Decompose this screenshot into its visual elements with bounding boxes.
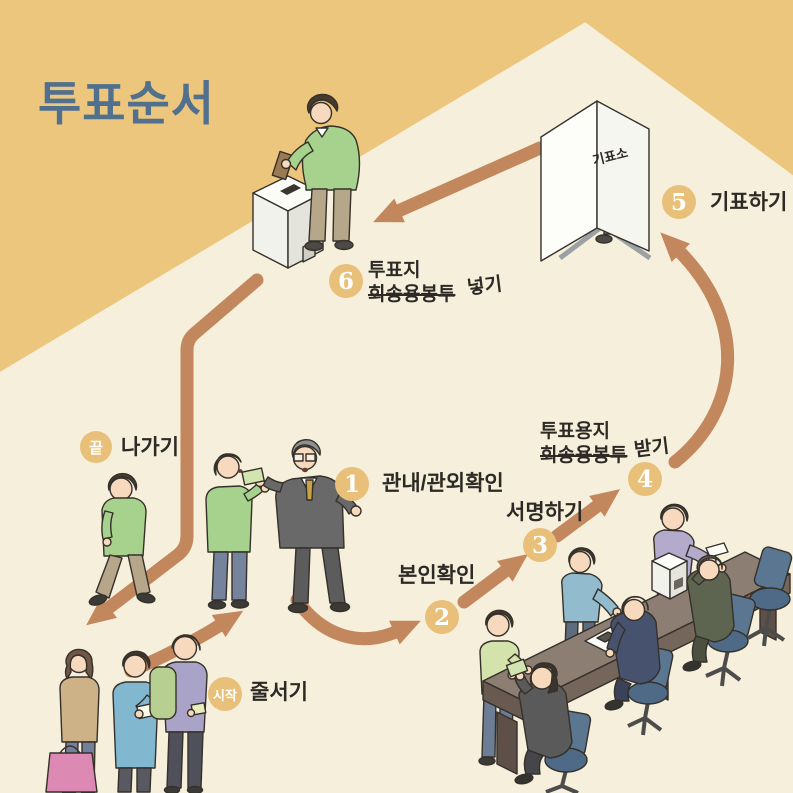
arrow-step3-to-step4 bbox=[550, 489, 621, 543]
arrow-step6-to-exit bbox=[86, 273, 264, 626]
step-badge-3: 3 bbox=[523, 528, 557, 562]
step-badge-6: 6 bbox=[329, 264, 363, 298]
step-label-6-line2: 회송용봉투 bbox=[368, 284, 456, 306]
official-check-scene bbox=[205, 439, 362, 614]
voter-casting-ballot bbox=[271, 93, 361, 252]
step-label-4-line1: 투표용지 bbox=[540, 421, 610, 442]
step-label-3: 서명하기 bbox=[506, 501, 584, 524]
voter-signing bbox=[561, 547, 626, 652]
end-badge-text: 끝 bbox=[89, 439, 103, 457]
step-badge-2: 2 bbox=[425, 600, 459, 634]
start-badge: 시작 bbox=[208, 677, 242, 711]
official-issuing-ballot bbox=[682, 554, 756, 687]
desk-scene-illustration bbox=[478, 503, 793, 793]
step-label-6: 투표지 회송용봉투 bbox=[368, 259, 462, 308]
voting-booth-illustration bbox=[540, 100, 652, 262]
step-label-4: 투표용지 회송용봉투 bbox=[540, 420, 632, 469]
end-label: 나가기 bbox=[121, 436, 179, 459]
office-chair bbox=[747, 546, 793, 647]
official-supervisor bbox=[604, 595, 674, 736]
start-label: 줄서기 bbox=[250, 681, 308, 704]
official-id-checker bbox=[505, 658, 592, 793]
step-number: 3 bbox=[531, 531, 548, 559]
step-badge-4: 4 bbox=[628, 462, 662, 496]
step-label-1: 관내/관외확인 bbox=[382, 472, 504, 495]
step-badge-5: 5 bbox=[662, 185, 696, 219]
start-badge-text: 시작 bbox=[213, 687, 237, 703]
step-number: 5 bbox=[670, 188, 687, 216]
arrow-step4-to-step5 bbox=[660, 232, 735, 469]
step-number: 1 bbox=[343, 470, 360, 498]
step-label-6-suffix: 넣기 bbox=[466, 273, 504, 300]
step-label-2: 본인확인 bbox=[398, 564, 476, 587]
step-label-5: 기표하기 bbox=[710, 191, 788, 214]
arrow-step2-to-step3 bbox=[457, 554, 528, 609]
step-label-4-line2: 회송용봉투 bbox=[540, 445, 628, 467]
step-label-4-suffix: 받기 bbox=[633, 435, 671, 462]
step-number: 4 bbox=[636, 465, 653, 493]
arrow-step5-to-step6 bbox=[373, 141, 547, 223]
officials-and-chairs bbox=[505, 546, 793, 793]
step-number: 2 bbox=[433, 603, 450, 631]
step-number: 6 bbox=[337, 267, 354, 295]
end-badge: 끝 bbox=[80, 431, 112, 463]
queue-illustration bbox=[45, 634, 208, 793]
step-label-6-line1: 투표지 bbox=[368, 260, 421, 281]
voter-exiting bbox=[88, 472, 156, 606]
page-title: 투표순서 bbox=[38, 77, 215, 130]
step-badge-1: 1 bbox=[335, 467, 369, 501]
